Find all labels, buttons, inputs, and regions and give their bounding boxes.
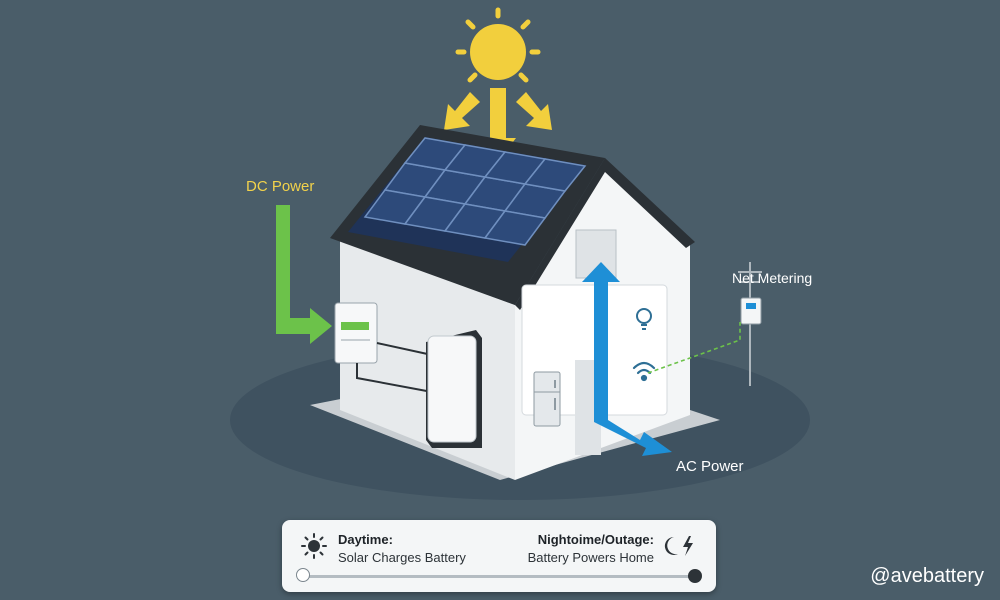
inverter-icon	[334, 302, 378, 364]
net-metering-label: Net Metering	[732, 270, 813, 286]
sun-icon	[301, 533, 327, 559]
nighttime-title: Nightoime/Outage:	[537, 532, 654, 547]
dc-power-label: DC Power	[246, 178, 315, 195]
ac-power-label: AC Power	[676, 458, 744, 475]
lightning-icon	[683, 536, 693, 556]
slider-start-knob	[296, 568, 310, 582]
dc-power-arrow	[276, 205, 332, 344]
sun-icon	[455, 7, 541, 83]
solar-panel-array	[348, 137, 587, 262]
dc-wiring	[356, 342, 433, 393]
mode-slider-handle[interactable]	[688, 569, 702, 583]
lightbulb-icon	[636, 308, 652, 330]
ac-power-arrow	[582, 262, 672, 456]
mode-panel: Daytime: Solar Charges Battery Nightoime…	[282, 520, 716, 592]
watermark: @avebattery	[870, 565, 984, 587]
battery-icon	[426, 330, 482, 448]
daytime-subtitle: Solar Charges Battery	[338, 550, 466, 565]
nighttime-subtitle: Battery Powers Home	[527, 550, 654, 565]
meter-icon	[740, 297, 762, 325]
moon-icon	[664, 536, 678, 555]
mode-slider-track[interactable]	[302, 575, 696, 578]
moon-lightning-icon	[664, 536, 693, 556]
refrigerator-icon	[533, 371, 561, 427]
daytime-title: Daytime:	[338, 532, 393, 547]
